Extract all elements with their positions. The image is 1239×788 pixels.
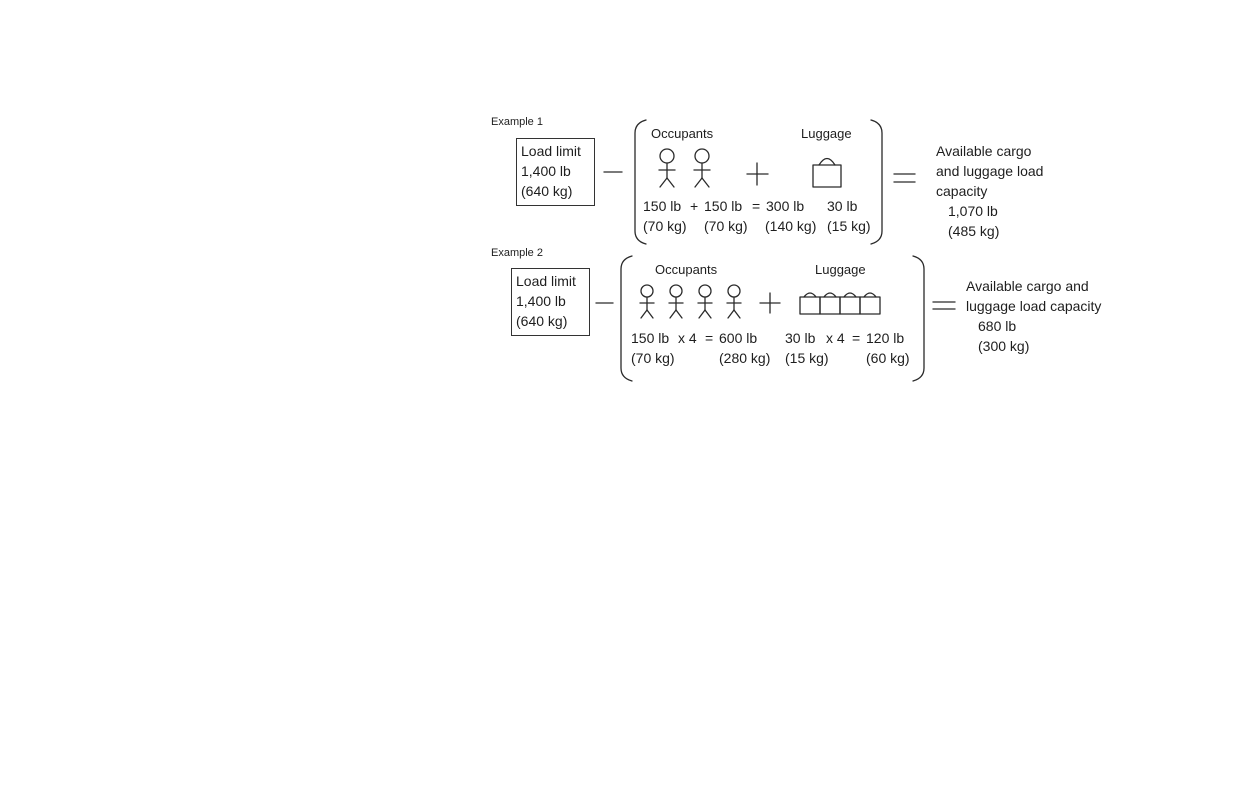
luggage-icon bbox=[812, 157, 842, 188]
calc-operator: + bbox=[690, 198, 699, 214]
result-lb: 1,070 lb bbox=[948, 203, 998, 219]
left-paren bbox=[634, 119, 647, 245]
load-limit-lb: 1,400 lb bbox=[516, 293, 566, 309]
luggage-header: Luggage bbox=[801, 126, 852, 141]
calc-kg: (70 kg) bbox=[643, 218, 687, 234]
calc-kg: (140 kg) bbox=[765, 218, 817, 234]
calc-multiplier: x 4 bbox=[826, 330, 845, 346]
occupants-header: Occupants bbox=[655, 262, 718, 277]
calc-kg: (280 kg) bbox=[719, 350, 771, 366]
luggage-header: Luggage bbox=[815, 262, 866, 277]
right-paren bbox=[912, 255, 925, 382]
calc-luggage: 30 lb bbox=[827, 198, 858, 214]
person-icon bbox=[697, 284, 713, 319]
calc-value: 150 lb bbox=[631, 330, 670, 346]
load-limit-title: Load limit bbox=[516, 273, 576, 289]
person-icon bbox=[693, 148, 711, 188]
luggage-icon bbox=[839, 292, 861, 315]
result-text: luggage load capacity bbox=[966, 298, 1102, 314]
calc-kg: (60 kg) bbox=[866, 350, 910, 366]
left-paren bbox=[620, 255, 633, 382]
load-limit-box: Load limit 1,400 lb (640 kg) bbox=[511, 268, 590, 336]
calc-total: 300 lb bbox=[766, 198, 805, 214]
load-limit-lb: 1,400 lb bbox=[521, 163, 571, 179]
calc-luggage: 30 lb bbox=[785, 330, 816, 346]
result-kg: (485 kg) bbox=[948, 223, 1000, 239]
result-text: Available cargo bbox=[936, 143, 1032, 159]
calc-total: 600 lb bbox=[719, 330, 758, 346]
load-limit-title: Load limit bbox=[521, 143, 581, 159]
calc-kg: (15 kg) bbox=[827, 218, 871, 234]
calc-operator: = bbox=[752, 198, 761, 214]
result-text: Available cargo and bbox=[966, 278, 1089, 294]
calc-value: 150 lb bbox=[643, 198, 682, 214]
luggage-icon bbox=[819, 292, 841, 315]
result-kg: (300 kg) bbox=[978, 338, 1030, 354]
person-icon bbox=[726, 284, 742, 319]
load-limit-kg: (640 kg) bbox=[521, 183, 573, 199]
load-limit-kg: (640 kg) bbox=[516, 313, 568, 329]
calc-value: 150 lb bbox=[704, 198, 743, 214]
example-2-label: Example 2 bbox=[491, 247, 543, 259]
calc-kg: (15 kg) bbox=[785, 350, 829, 366]
calc-operator: = bbox=[705, 330, 714, 346]
occupants-header: Occupants bbox=[651, 126, 714, 141]
calc-total: 120 lb bbox=[866, 330, 905, 346]
calc-kg: (70 kg) bbox=[704, 218, 748, 234]
luggage-icon bbox=[799, 292, 821, 315]
result-lb: 680 lb bbox=[978, 318, 1017, 334]
calc-operator: = bbox=[852, 330, 861, 346]
luggage-icon bbox=[859, 292, 881, 315]
person-icon bbox=[658, 148, 676, 188]
result-text: capacity bbox=[936, 183, 988, 199]
calc-multiplier: x 4 bbox=[678, 330, 697, 346]
person-icon bbox=[668, 284, 684, 319]
result-text: and luggage load bbox=[936, 163, 1044, 179]
right-paren bbox=[870, 119, 883, 245]
person-icon bbox=[639, 284, 655, 319]
example-1-label: Example 1 bbox=[491, 116, 543, 128]
load-limit-box: Load limit 1,400 lb (640 kg) bbox=[516, 138, 595, 206]
calc-kg: (70 kg) bbox=[631, 350, 675, 366]
